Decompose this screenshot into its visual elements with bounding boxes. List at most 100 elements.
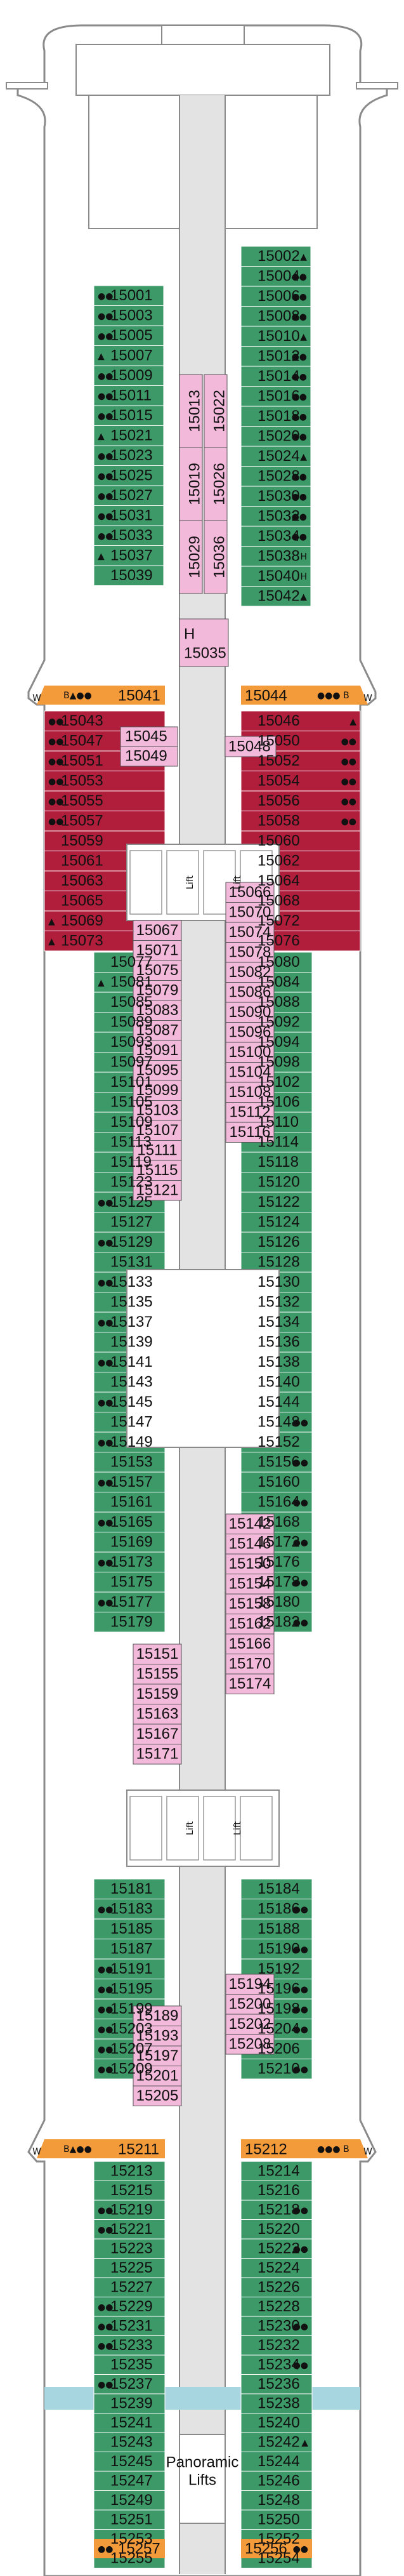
cabin-15095[interactable]: [133, 1060, 182, 1081]
cabin-15035[interactable]: [179, 618, 229, 667]
cabin-15127[interactable]: [93, 1212, 166, 1233]
cabin-15202[interactable]: [225, 2014, 275, 2035]
cabin-15104[interactable]: [225, 1062, 275, 1083]
cabin-15184[interactable]: [240, 1878, 313, 1899]
cabin-15177[interactable]: [93, 1591, 166, 1612]
cabin-15213[interactable]: [93, 2161, 166, 2181]
cabin-15003[interactable]: [93, 305, 164, 326]
cabin-15201[interactable]: [133, 2066, 182, 2087]
cabin-15197[interactable]: [133, 2045, 182, 2066]
cabin-15078[interactable]: [225, 942, 275, 963]
cabin-15244[interactable]: [240, 2452, 313, 2472]
cabin-15191[interactable]: [93, 1958, 166, 1979]
cabin-15246[interactable]: [240, 2471, 313, 2491]
cabin-15222[interactable]: [240, 2238, 313, 2259]
cabin-15034[interactable]: [240, 526, 311, 547]
cabin-15048[interactable]: [225, 736, 277, 757]
cabin-15029[interactable]: [179, 520, 203, 594]
cabin-15025[interactable]: [93, 465, 164, 486]
cabin-15008[interactable]: [240, 306, 311, 327]
cabin-15250[interactable]: [240, 2509, 313, 2530]
cabin-15193[interactable]: [133, 2026, 182, 2047]
cabin-15165[interactable]: [93, 1511, 166, 1532]
cabin-15175[interactable]: [93, 1572, 166, 1593]
cabin-15240[interactable]: [240, 2413, 313, 2433]
cabin-15024[interactable]: [240, 446, 311, 467]
cabin-15070[interactable]: [225, 902, 275, 923]
cabin-15120[interactable]: [240, 1172, 313, 1193]
cabin-15124[interactable]: [240, 1212, 313, 1233]
cabin-15014[interactable]: [240, 366, 311, 387]
cabin-15021[interactable]: [93, 425, 164, 446]
cabin-15234[interactable]: [240, 2354, 313, 2375]
cabin-15121[interactable]: [133, 1180, 182, 1201]
cabin-15247[interactable]: [93, 2471, 166, 2491]
cabin-15249[interactable]: [93, 2490, 166, 2511]
cabin-15251[interactable]: [93, 2509, 166, 2530]
cabin-15183[interactable]: [93, 1899, 166, 1920]
cabin-15082[interactable]: [225, 962, 275, 983]
cabin-15018[interactable]: [240, 406, 311, 427]
cabin-15163[interactable]: [133, 1704, 182, 1725]
suite-15056[interactable]: [240, 790, 361, 811]
cabin-15160[interactable]: [240, 1471, 313, 1492]
cabin-15154[interactable]: [225, 1574, 275, 1595]
cabin-15022[interactable]: [204, 374, 228, 448]
cabin-15159[interactable]: [133, 1683, 182, 1704]
cabin-15013[interactable]: [179, 374, 203, 448]
suite-15055[interactable]: [44, 790, 166, 811]
cabin-15221[interactable]: [93, 2219, 166, 2240]
cabin-15162[interactable]: [225, 1614, 275, 1635]
cabin-15181[interactable]: [93, 1878, 166, 1899]
cabin-15026[interactable]: [204, 447, 228, 521]
cabin-15194[interactable]: [225, 1974, 275, 1995]
cabin-15226[interactable]: [240, 2277, 313, 2297]
cabin-15071[interactable]: [133, 940, 182, 961]
cabin-15037[interactable]: [93, 545, 164, 566]
cabin-15049[interactable]: [120, 746, 178, 767]
cabin-15031[interactable]: [93, 505, 164, 526]
cabin-15228[interactable]: [240, 2297, 313, 2317]
cabin-15007[interactable]: [93, 345, 164, 366]
cabin-15257[interactable]: [94, 2539, 165, 2558]
cabin-15189[interactable]: [133, 2005, 182, 2026]
cabin-15002[interactable]: [240, 246, 311, 267]
cabin-15156[interactable]: [240, 1452, 313, 1473]
cabin-15075[interactable]: [133, 960, 182, 981]
cabin-15166[interactable]: [225, 1633, 275, 1654]
cabin-15116[interactable]: [225, 1122, 275, 1143]
cabin-15231[interactable]: [93, 2316, 166, 2336]
cabin-15230[interactable]: [240, 2316, 313, 2336]
cabin-15099[interactable]: [133, 1080, 182, 1101]
cabin-15067[interactable]: [133, 920, 182, 941]
cabin-15042[interactable]: [240, 586, 311, 607]
cabin-15027[interactable]: [93, 485, 164, 506]
suite-15058[interactable]: [240, 811, 361, 832]
cabin-15158[interactable]: [225, 1593, 275, 1614]
cabin-15169[interactable]: [93, 1532, 166, 1553]
cabin-15001[interactable]: [93, 285, 164, 306]
cabin-15016[interactable]: [240, 386, 311, 407]
cabin-15096[interactable]: [225, 1022, 275, 1043]
cabin-15245[interactable]: [93, 2452, 166, 2472]
cabin-15210[interactable]: [240, 2059, 313, 2080]
cabin-15019[interactable]: [179, 447, 203, 521]
cabin-15170[interactable]: [225, 1654, 275, 1675]
cabin-15036[interactable]: [204, 520, 228, 594]
cabin-15232[interactable]: [240, 2335, 313, 2356]
cabin-15167[interactable]: [133, 1723, 182, 1744]
cabin-15205[interactable]: [133, 2085, 182, 2106]
cabin-15219[interactable]: [93, 2200, 166, 2220]
cabin-15010[interactable]: [240, 326, 311, 347]
cabin-15229[interactable]: [93, 2297, 166, 2317]
cabin-15015[interactable]: [93, 405, 164, 426]
cabin-15142[interactable]: [225, 1513, 275, 1534]
cabin-15023[interactable]: [93, 445, 164, 466]
cabin-15045[interactable]: [120, 726, 178, 747]
cabin-15216[interactable]: [240, 2181, 313, 2201]
cabin-15153[interactable]: [93, 1452, 166, 1473]
cabin-15118[interactable]: [240, 1152, 313, 1172]
cabin-15044[interactable]: [241, 686, 312, 705]
cabin-15020[interactable]: [240, 426, 311, 447]
cabin-15227[interactable]: [93, 2277, 166, 2297]
